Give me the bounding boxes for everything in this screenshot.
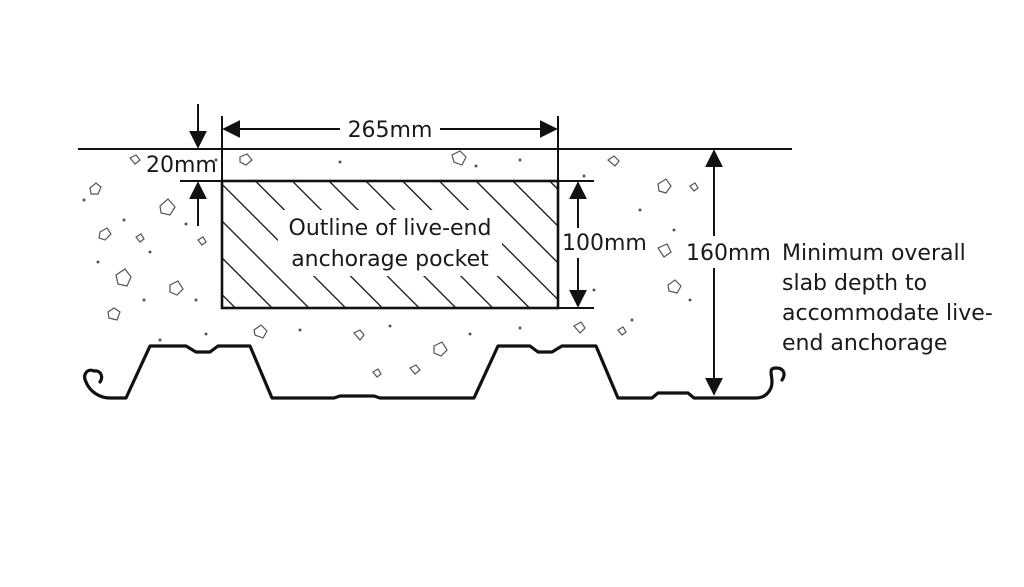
width-label: 265mm [348, 118, 433, 143]
cover-label: 20mm [146, 153, 217, 178]
pocket-label-backing [278, 210, 502, 276]
note-line2: slab depth to [782, 271, 927, 296]
depth-label: 100mm [562, 231, 647, 256]
concrete-aggregate [89, 150, 699, 378]
slab-depth-label-backing [684, 240, 776, 266]
note-line1: Minimum overall [782, 241, 966, 266]
slab-depth-label: 160mm [686, 241, 771, 266]
pocket-label-line2: anchorage pocket [291, 247, 489, 272]
pocket-label-line1: Outline of live-end [289, 216, 492, 241]
note-line3: accommodate live- [782, 301, 993, 326]
depth-label-backing [560, 230, 650, 256]
note-line4: end anchorage [782, 331, 947, 356]
deck-left-curl [92, 369, 104, 384]
steel-deck-profile [83, 344, 786, 400]
